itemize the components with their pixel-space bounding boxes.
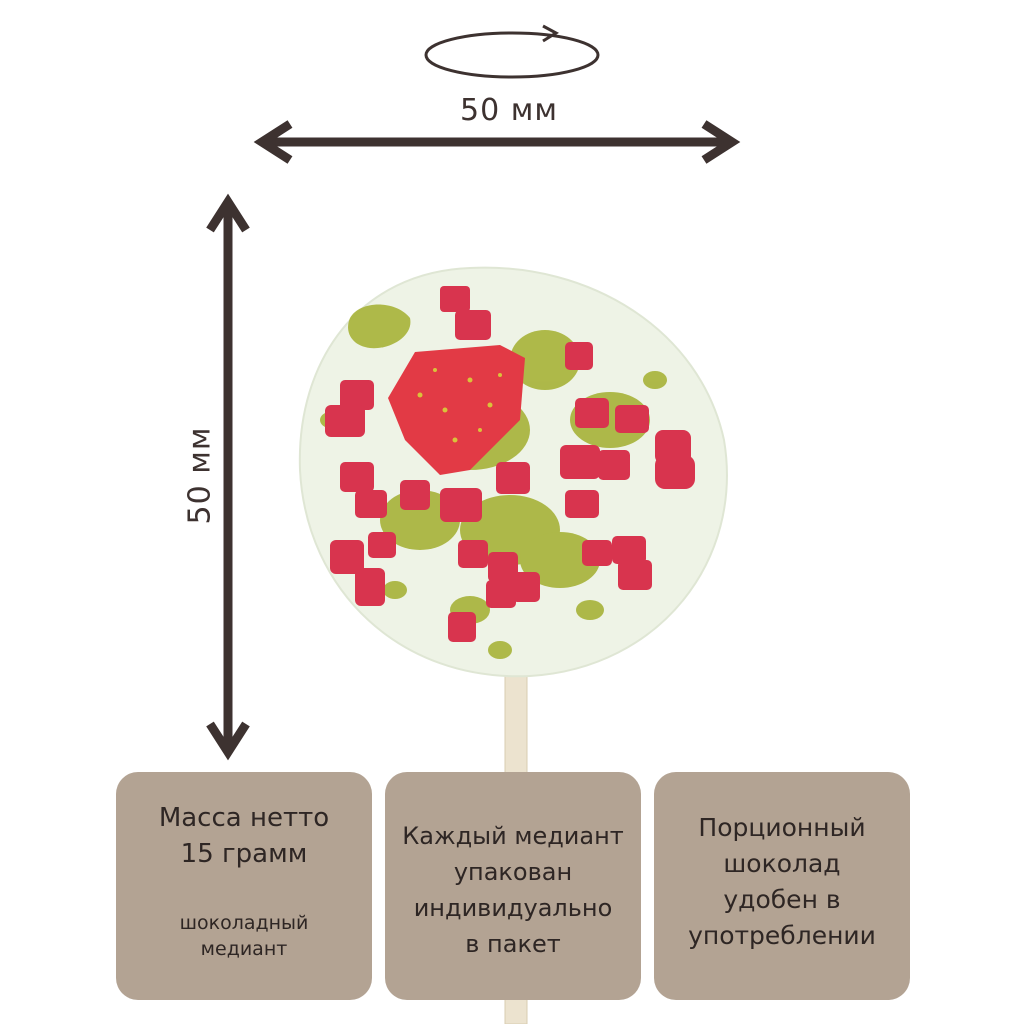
card-line: удобен в (723, 885, 841, 914)
card-line: употреблении (688, 921, 876, 950)
height-arrow (206, 193, 250, 761)
width-arrow (253, 120, 741, 164)
height-label: 50 мм (182, 426, 218, 525)
card-line: шоколад (723, 849, 841, 878)
width-label: 50 мм (460, 93, 558, 128)
card-line: 15 грамм (180, 839, 308, 869)
info-card-portion: Порционный шоколад удобен в употреблении (654, 772, 910, 1000)
card-line: упакован (453, 858, 573, 886)
info-card-packaging: Каждый медиант упакован индивидуально в … (385, 772, 641, 1000)
card-subline: шоколадный (179, 912, 309, 934)
card-line: Каждый медиант (402, 822, 624, 850)
card-line: индивидуально (413, 894, 613, 922)
rotation-icon (424, 24, 600, 79)
gold-sprinkles (417, 368, 502, 443)
card-subline: медиант (200, 938, 288, 960)
info-card-weight: Масса нетто 15 грамм шоколадный медиант (116, 772, 372, 1000)
card-line: Масса нетто (158, 803, 330, 833)
card-line: Порционный (698, 813, 866, 842)
berry-topping (325, 286, 695, 642)
card-line: в пакет (465, 930, 561, 958)
